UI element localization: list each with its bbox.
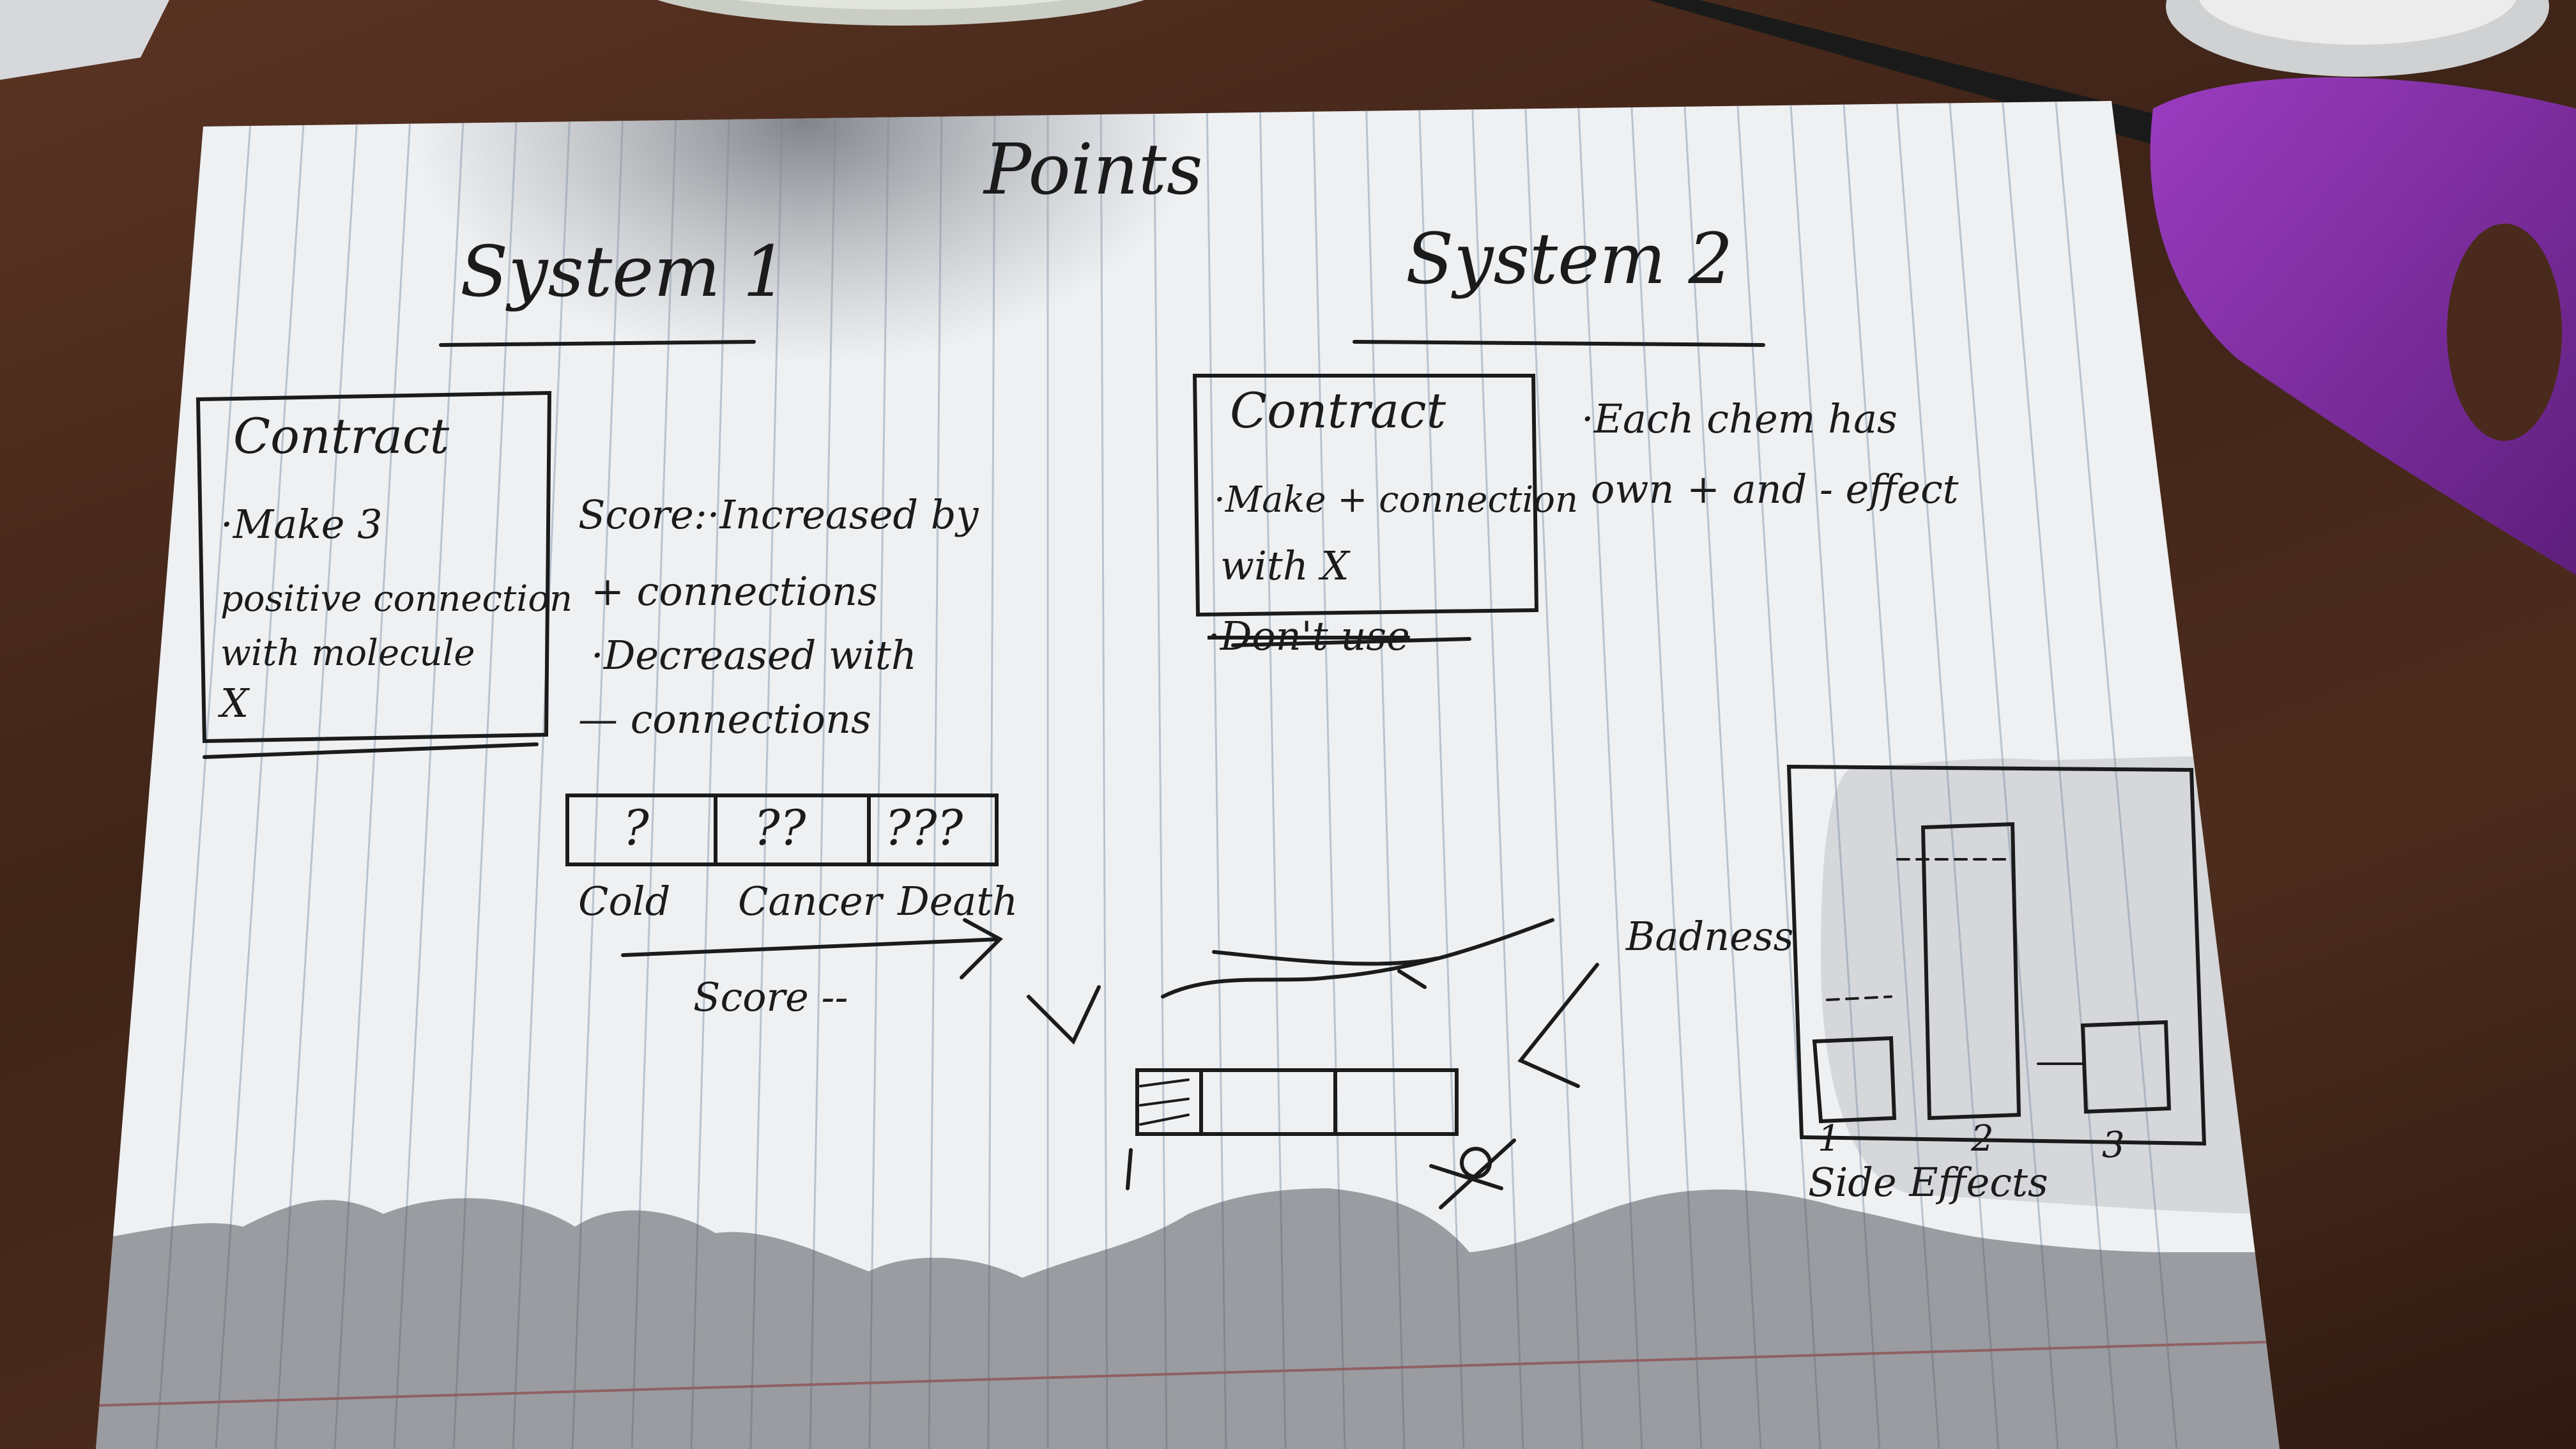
badness-label: Badness	[1626, 913, 1794, 960]
score-note-line: + connections	[591, 568, 878, 615]
contract-line: with X	[1220, 542, 1349, 589]
chart-tick: 2	[1971, 1118, 1994, 1160]
hand-shadow	[96, 1188, 2280, 1449]
side-shadow	[1821, 754, 2280, 1214]
page-title: Points	[984, 128, 1203, 210]
scale-cell: ?	[623, 799, 649, 856]
contract-line: ·Make + connection	[1214, 479, 1579, 521]
system1-heading: System 1	[460, 231, 788, 312]
side-effects-chart-frame	[1786, 764, 2207, 1146]
scale-label: Death	[898, 878, 1018, 924]
scale-cell: ???	[885, 799, 963, 856]
contract-box-system1	[195, 390, 552, 744]
left-arrow	[1517, 963, 1599, 1088]
chart-tick: 3	[2102, 1124, 2125, 1166]
down-arrow	[1027, 985, 1101, 1045]
severity-scale-box	[565, 793, 999, 866]
plate	[657, 0, 1144, 26]
chart-tick: 1	[1818, 1118, 1841, 1160]
contract-line: X	[220, 680, 249, 726]
scale-cell: ??	[754, 799, 806, 856]
plate-shadow	[409, 101, 1201, 364]
score-note-line: — connections	[578, 696, 871, 742]
contract-line: ·Make 3	[220, 501, 383, 548]
chart-axis-label: Side Effects	[1808, 1159, 2048, 1206]
side-effect-bar-3	[2080, 1020, 2172, 1114]
badness-bar	[1135, 1068, 1459, 1136]
contract-line: positive connection	[220, 578, 573, 620]
side-effect-bar-1	[1812, 1036, 1897, 1124]
score-arrow-label: Score --	[693, 974, 848, 1020]
system2-heading: System 2	[1406, 218, 1733, 300]
notebook-paper	[96, 101, 2280, 1449]
scale-label: Cold	[578, 878, 671, 924]
score-note-line: Score:·Increased by	[578, 491, 979, 538]
score-note-line: ·Decreased with	[591, 632, 917, 678]
stray-paper-corner	[0, 0, 169, 80]
contract-box-system2	[1192, 374, 1539, 617]
scale-label: Cancer	[738, 878, 882, 924]
system1-underline	[439, 340, 756, 347]
score-arrow	[621, 937, 1002, 957]
note-line: own + and - effect	[1591, 466, 1959, 512]
ink-drawings	[195, 340, 2207, 1209]
contract-title: Contract	[233, 408, 450, 464]
badness-arrow	[1161, 918, 1554, 999]
crossed-out-line: ·Don't use	[1208, 613, 1410, 659]
note-line: ·Each chem has	[1581, 395, 1897, 442]
side-effect-bar-2	[1920, 822, 2021, 1121]
contract-line: with molecule	[220, 632, 475, 674]
contract-title: Contract	[1230, 382, 1446, 439]
system2-underline	[1353, 340, 1765, 347]
